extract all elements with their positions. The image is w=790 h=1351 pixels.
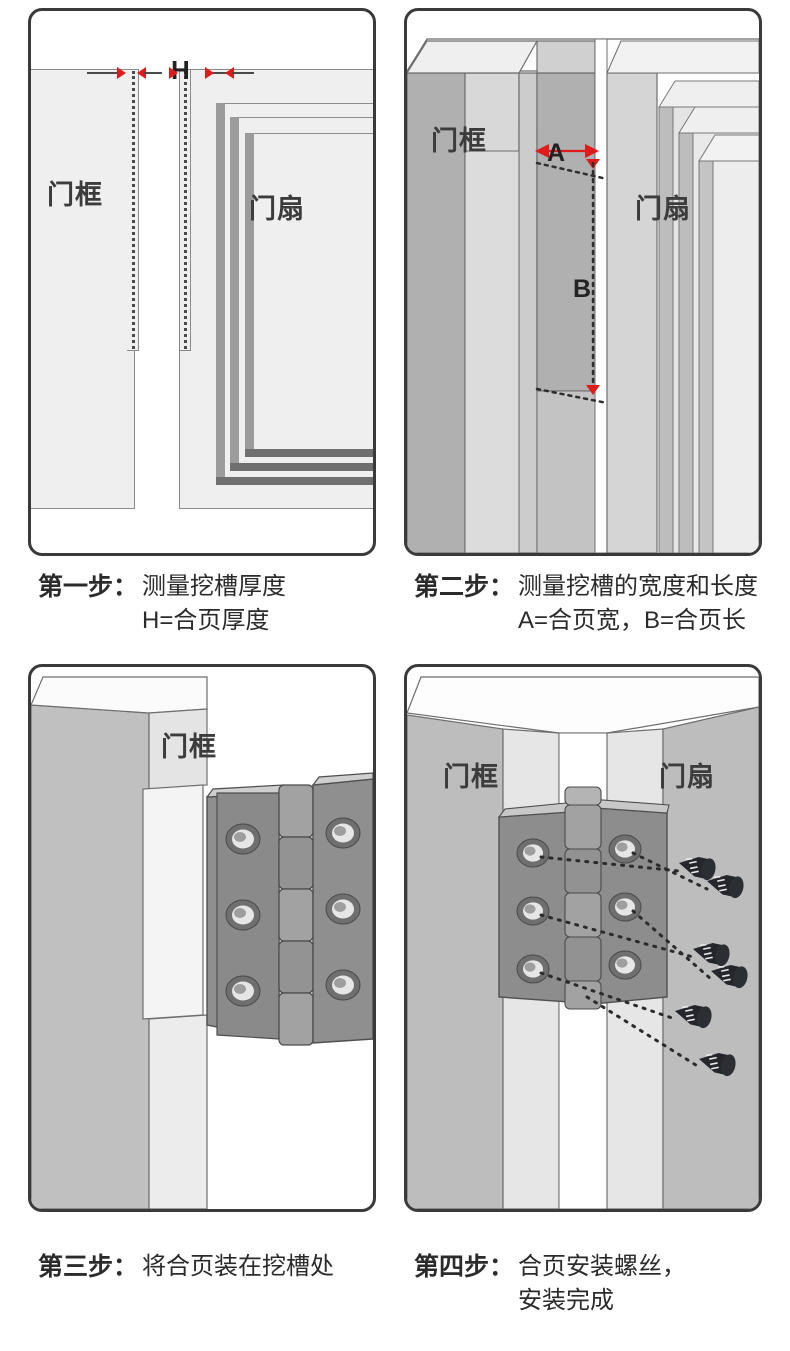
h-arrow-right-2 xyxy=(169,67,178,79)
step-4-label: 第四步： xyxy=(414,1253,515,1281)
step-3-illustration: 门框 xyxy=(28,664,376,1212)
mortise-depth-line-leaf xyxy=(184,71,187,349)
dimension-label-b: B xyxy=(573,275,592,303)
h-arrow-left-1 xyxy=(137,67,146,79)
h-leader-line-2 xyxy=(144,72,162,74)
label-door-leaf: 门扇 xyxy=(635,194,691,224)
step-1-label: 第一步： xyxy=(38,573,139,601)
step-3-text: 将合页装在挖槽处 xyxy=(142,1253,335,1280)
door-frame-body xyxy=(31,69,135,509)
step-3-label: 第三步： xyxy=(38,1253,139,1281)
h-arrow-left-2 xyxy=(225,67,234,79)
h-arrow-right-3 xyxy=(205,67,214,79)
h-leader-line-3 xyxy=(206,72,228,74)
label-door-leaf: 门扇 xyxy=(249,194,305,224)
step-4-caption: 第四步： 合页安装螺丝， 安装完成 xyxy=(414,1250,774,1318)
moulding-mid-bevel-left xyxy=(230,117,239,471)
label-door-frame: 门框 xyxy=(161,732,217,762)
step-2-text: 测量挖槽的宽度和长度 A=合页宽，B=合页长 xyxy=(518,573,759,634)
step-4-drawing xyxy=(407,676,759,1209)
step-3-drawing xyxy=(31,676,373,1209)
step-1-illustration: H 门框 门扇 xyxy=(28,8,376,556)
step-2-illustration: 门框 门扇 A B xyxy=(404,8,762,556)
step-2-label: 第二步： xyxy=(414,573,515,601)
step-1-caption: 第一步： 测量挖槽厚度 H=合页厚度 xyxy=(38,570,388,638)
label-door-frame: 门框 xyxy=(443,762,499,792)
h-arrow-right-1 xyxy=(117,67,126,79)
mortise-depth-line-frame xyxy=(132,71,135,349)
h-leader-line-4 xyxy=(232,72,254,74)
door-panel-moulding-inner xyxy=(245,133,373,457)
h-leader-line-1 xyxy=(87,72,121,74)
moulding-mid-bevel-bottom xyxy=(230,463,373,471)
step-2-caption: 第二步： 测量挖槽的宽度和长度 A=合页宽，B=合页长 xyxy=(414,570,774,638)
label-door-frame: 门框 xyxy=(47,180,103,210)
moulding-outer-bevel-bottom xyxy=(216,477,373,485)
label-door-frame: 门框 xyxy=(431,126,487,156)
step-4-text: 合页安装螺丝， 安装完成 xyxy=(518,1253,687,1314)
step-4-illustration: 门框 门扇 xyxy=(404,664,762,1212)
step-1-text: 测量挖槽厚度 H=合页厚度 xyxy=(142,573,287,634)
step-2-drawing xyxy=(407,38,759,553)
moulding-inner-bevel-left xyxy=(245,133,254,457)
label-door-leaf: 门扇 xyxy=(659,762,715,792)
dimension-label-a: A xyxy=(547,139,566,167)
step-3-caption: 第三步： 将合页装在挖槽处 xyxy=(38,1250,388,1284)
moulding-outer-bevel-left xyxy=(216,103,225,485)
moulding-inner-bevel-bottom xyxy=(245,449,373,457)
